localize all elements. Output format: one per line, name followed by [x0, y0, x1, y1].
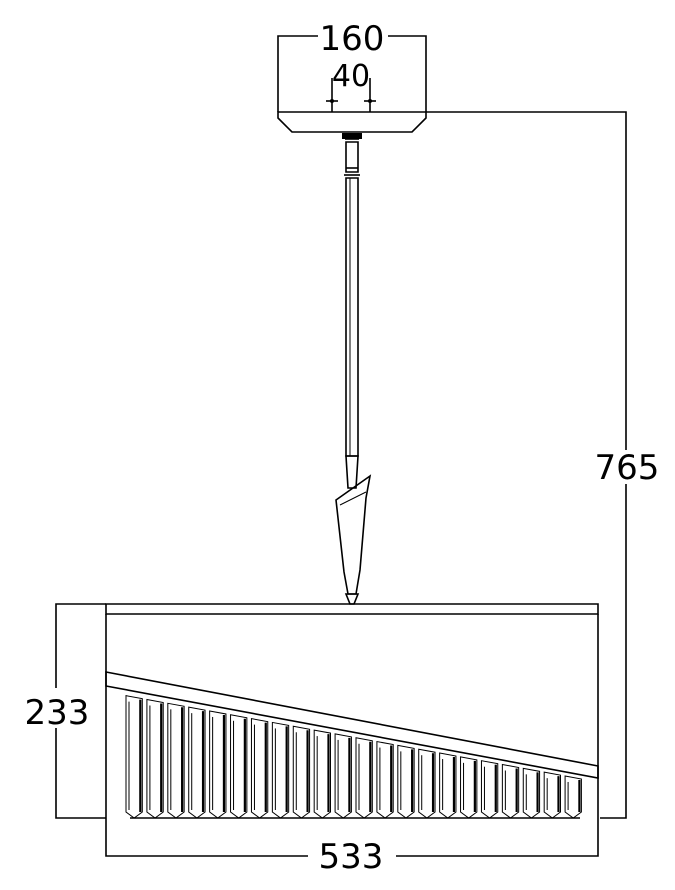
crystal-fin — [439, 752, 457, 819]
crystal-fin — [564, 775, 582, 819]
crystal-fins — [125, 695, 582, 819]
mount-spacing-label: 40 — [332, 59, 370, 94]
crystal-fin — [271, 721, 290, 819]
crystal-fin — [418, 748, 436, 819]
overall-height-label: 765 — [595, 448, 660, 488]
crystal-fin — [376, 740, 394, 819]
crystal-fin — [230, 714, 248, 819]
crystal-fin — [480, 760, 499, 819]
crystal-fin — [355, 737, 373, 819]
crystal-fin — [522, 767, 541, 819]
crystal-fin — [167, 702, 185, 819]
crystal-fin — [125, 695, 143, 819]
crystal-fin — [501, 763, 520, 819]
suspension-rod — [335, 133, 372, 605]
shade-diagonal-band — [105, 671, 599, 779]
crystal-fin — [397, 744, 415, 819]
shade-height-label: 233 — [25, 693, 90, 733]
canopy-width-dim-right — [388, 35, 427, 112]
canopy-body — [277, 111, 427, 133]
mount-screw-right — [364, 78, 376, 112]
crystal-fin — [188, 706, 206, 819]
canopy-width-dim-left — [277, 35, 318, 112]
crystal-fin — [543, 771, 561, 819]
shade-width-dim — [105, 818, 599, 857]
crystal-fin — [460, 756, 478, 819]
crystal-fin — [250, 718, 269, 819]
shade-width-label: 533 — [319, 837, 384, 877]
crystal-fin — [334, 733, 352, 819]
crystal-fin — [313, 729, 331, 819]
shade-height-dim — [55, 603, 106, 819]
crystal-fin — [292, 725, 311, 819]
overall-height-dim — [426, 111, 627, 819]
shade-top-ring — [105, 603, 599, 615]
lamp-shade — [105, 603, 599, 819]
mount-screw-left — [326, 78, 338, 112]
canopy-width-label: 160 — [320, 19, 385, 59]
crystal-fin — [209, 710, 227, 819]
crystal-fin — [146, 698, 164, 819]
